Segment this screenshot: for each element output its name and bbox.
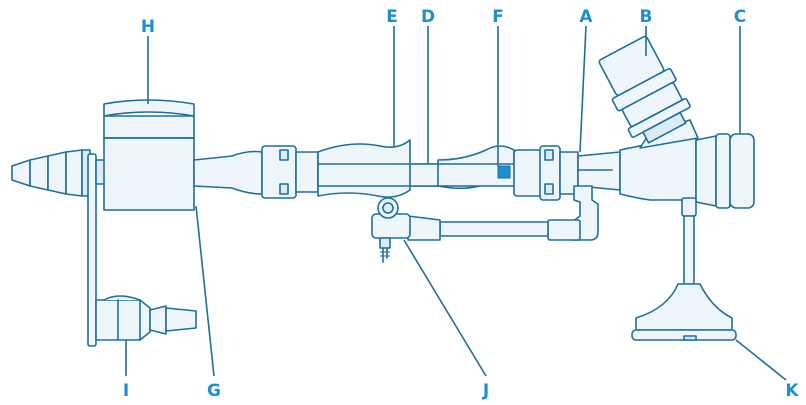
side-line-j [371, 185, 599, 263]
port-i-connector [95, 295, 197, 341]
tube-left [193, 150, 263, 195]
label-e: E [386, 7, 398, 27]
part-labels: H E D F A B C I G J K [123, 7, 800, 401]
depth-marker-f [497, 165, 511, 179]
label-i: I [123, 381, 129, 401]
label-k: K [785, 381, 799, 401]
end-cap-c [695, 133, 755, 209]
y-connector-body [619, 119, 699, 201]
chamber [103, 99, 195, 211]
inner-catheter-d [317, 163, 519, 187]
label-b: B [640, 7, 653, 27]
label-g: G [207, 381, 221, 401]
coupling-right [513, 145, 621, 201]
label-h: H [141, 17, 155, 37]
label-a: A [579, 7, 593, 27]
leader-lines [125, 25, 787, 381]
coupling-left [261, 145, 319, 199]
label-c: C [734, 7, 746, 27]
suction-stem-k [631, 197, 737, 341]
angled-port-b [598, 35, 691, 144]
label-j: J [482, 381, 489, 401]
label-d: D [421, 7, 435, 27]
label-f: F [492, 7, 504, 27]
barbed-connector [11, 149, 91, 197]
